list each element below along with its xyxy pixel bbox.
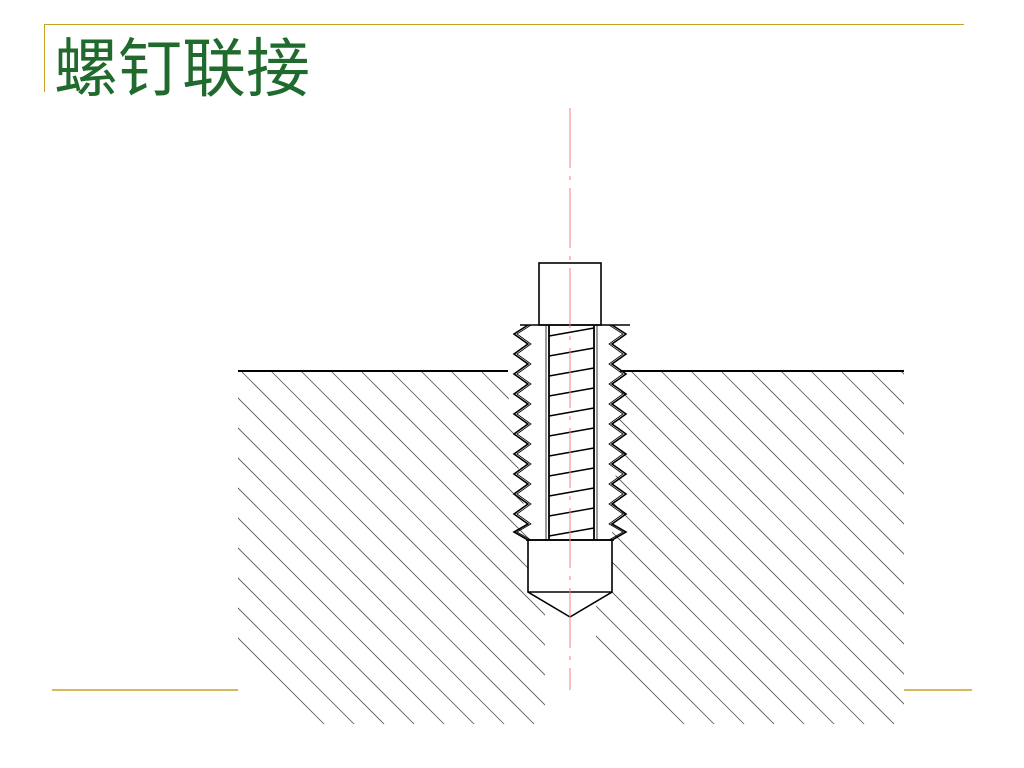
thread-right-zigzag xyxy=(610,324,628,541)
thread-left-zigzag xyxy=(512,324,530,541)
shank-thread-lines xyxy=(548,327,595,537)
title-frame-top-line xyxy=(44,24,964,25)
slide-title: 螺钉联接 xyxy=(54,33,310,107)
title-frame-left-line xyxy=(44,24,45,92)
